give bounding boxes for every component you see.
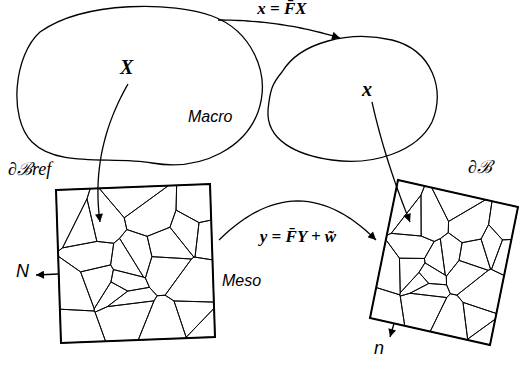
deformed-body: x (262, 28, 444, 170)
position-symbol: X (120, 56, 133, 78)
reference-microstructure-outline (54, 182, 219, 345)
grain-boundary (111, 270, 150, 292)
reference-body-outline (10, 2, 275, 174)
grain-boundary (176, 184, 211, 223)
normal-label: N (16, 262, 29, 282)
grain-boundary (58, 241, 114, 271)
boundary-label: ∂ℬ (468, 158, 492, 178)
mapping-arrow (98, 84, 128, 222)
mapping-arrow (372, 102, 410, 222)
grain-boundary (60, 309, 106, 343)
grain-boundary (95, 301, 154, 341)
grain-boundary (147, 227, 194, 259)
grain-boundary (440, 233, 462, 277)
mapping-formula: y = F̄Y + w̃ (258, 228, 338, 247)
grain-boundary (99, 186, 168, 218)
scale-label: Macro (188, 108, 232, 126)
grain-boundary (87, 188, 127, 243)
grain-boundary (138, 295, 186, 340)
grain-boundary (145, 257, 191, 296)
normal-label: n (374, 339, 384, 359)
grain-boundary (165, 257, 214, 302)
grain-boundary (446, 260, 488, 295)
normal-vector-arrow (36, 274, 59, 275)
grain-boundary (111, 238, 144, 277)
deformed-body-outline (262, 28, 444, 170)
grain-boundary (170, 210, 199, 257)
grain-boundary (195, 220, 212, 260)
mapping-arrow (218, 20, 340, 38)
grain-boundary (448, 200, 492, 243)
grain-boundary (400, 272, 429, 296)
normal-vector-arrow (390, 324, 394, 338)
deformed-microstructure: ∂ℬ (368, 178, 520, 348)
grain-boundary (424, 239, 445, 276)
scale-label: Meso (222, 272, 261, 290)
grain-boundary (186, 308, 215, 338)
cell-boundary (370, 180, 518, 345)
body-outline (17, 6, 262, 164)
grain-boundary (81, 265, 114, 309)
position-symbol: x (362, 78, 372, 100)
cell-boundary (56, 184, 215, 343)
grain-boundary (63, 199, 97, 248)
grain-boundary (56, 189, 90, 252)
grain-boundary (58, 256, 94, 311)
boundary-label: ∂ℬref (8, 160, 51, 180)
body-outline (268, 37, 437, 162)
grain-boundary (419, 263, 447, 285)
grain-boundary (481, 225, 502, 270)
grain-boundary (124, 185, 176, 236)
deformed-microstructure-outline (368, 178, 520, 348)
grain-boundary (120, 230, 152, 279)
reference-microstructure: ∂ℬref (54, 182, 219, 345)
reference-body: X (10, 2, 275, 174)
grain-boundary (94, 282, 128, 312)
mapping-formula: x = F̄X (255, 0, 308, 19)
